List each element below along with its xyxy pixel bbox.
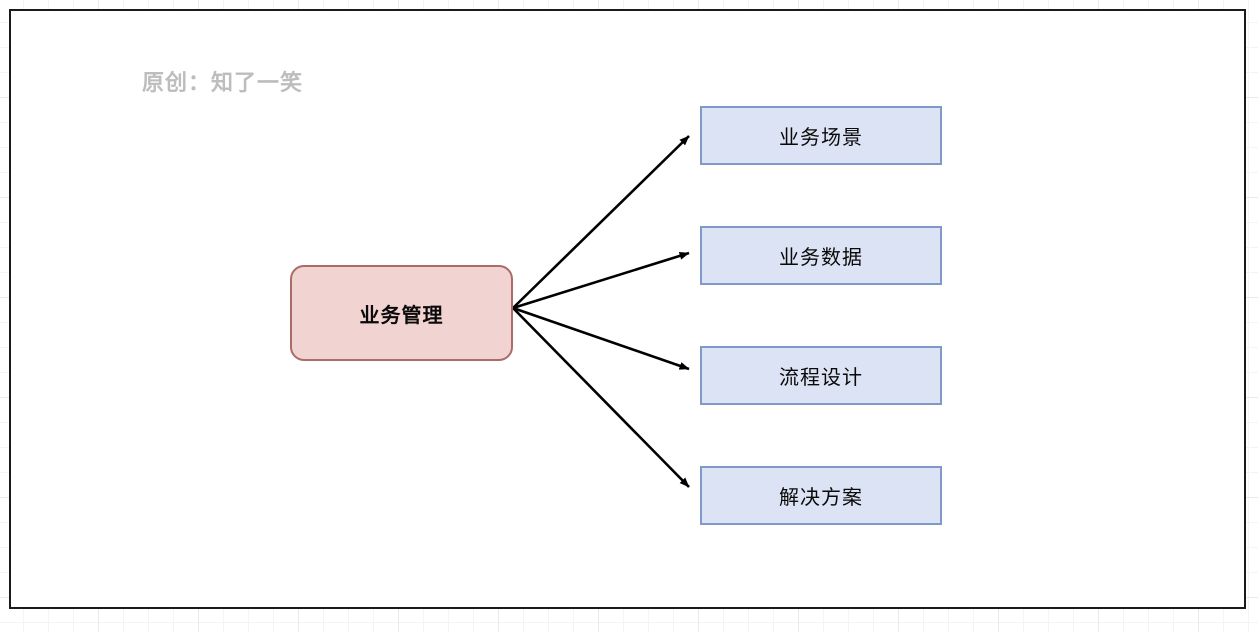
node-root-label: 业务管理 [359,304,444,327]
node-leaf-business-scenario[interactable]: 业务场景 [700,106,942,165]
node-leaf-process-design[interactable]: 流程设计 [700,346,942,405]
edge-to-解决方案 [512,307,690,488]
watermark-text: 原创：知了一笑 [142,70,304,95]
node-leaf-label: 业务场景 [779,127,863,149]
node-leaf-label: 流程设计 [779,367,863,389]
edge-to-流程设计 [512,306,690,371]
node-root-business-management[interactable]: 业务管理 [290,265,513,361]
node-leaf-solution[interactable]: 解决方案 [700,466,942,525]
node-leaf-business-data[interactable]: 业务数据 [700,226,942,285]
node-leaf-label: 业务数据 [779,247,863,269]
node-leaf-label: 解决方案 [779,487,863,509]
edge-to-业务场景 [512,135,690,309]
connector-layer [512,135,690,488]
edge-to-业务数据 [512,251,690,310]
drawing-canvas[interactable]: 原创：知了一笑 业务管理 业务场景 业务数据 流程设计 [9,9,1246,609]
